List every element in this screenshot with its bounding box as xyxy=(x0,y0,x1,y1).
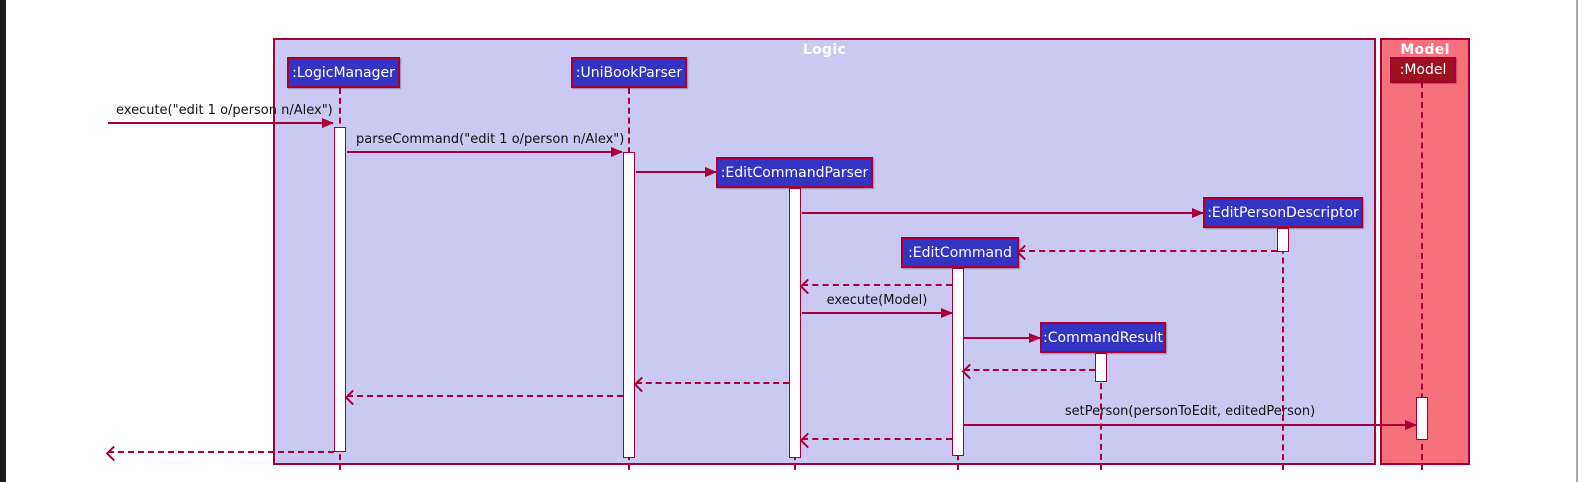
participant-model: :Model xyxy=(1390,57,1456,83)
create-command-result-line xyxy=(964,337,1040,339)
participant-edit-command: :EditCommand xyxy=(901,237,1019,268)
message-parse-command-label: parseCommand("edit 1 o/person n/Alex") xyxy=(356,132,625,147)
arrowhead xyxy=(705,167,717,177)
message-set-person-line xyxy=(964,424,1416,426)
participant-edit-person-descriptor: :EditPersonDescriptor xyxy=(1203,197,1363,228)
lifeline-command-result xyxy=(1100,353,1102,470)
arrowhead xyxy=(1405,420,1417,430)
activation-edit-command-parser xyxy=(789,188,801,458)
create-edit-command-return-line xyxy=(1019,250,1277,252)
arrowhead xyxy=(1029,333,1041,343)
message-execute-model-line xyxy=(802,312,952,314)
final-return-line xyxy=(108,451,334,453)
return-to-unibook-parser-line xyxy=(636,382,789,384)
activation-command-result xyxy=(1095,353,1107,382)
window-left-edge xyxy=(0,0,6,482)
create-edit-command-parser-line xyxy=(636,171,716,173)
window-right-edge xyxy=(1576,0,1578,482)
activation-model xyxy=(1416,397,1428,440)
return-command-result-line xyxy=(964,369,1095,371)
message-parse-command-line xyxy=(347,151,622,153)
model-frame: Model xyxy=(1380,38,1470,465)
participant-unibook-parser: :UniBookParser xyxy=(571,57,687,88)
message-set-person-label: setPerson(personToEdit, editedPerson) xyxy=(1064,404,1316,419)
model-frame-title: Model xyxy=(1400,42,1450,58)
message-execute-label: execute("edit 1 o/person n/Alex") xyxy=(116,103,333,118)
lifeline-model xyxy=(1421,82,1423,470)
create-edit-person-descriptor-line xyxy=(802,212,1203,214)
return-after-set-person-line xyxy=(802,438,952,440)
participant-command-result: :CommandResult xyxy=(1040,322,1166,353)
return-to-logic-manager-line xyxy=(347,395,623,397)
arrowhead xyxy=(941,308,953,318)
arrowhead xyxy=(322,118,334,128)
activation-edit-command xyxy=(952,268,964,456)
arrowhead xyxy=(1192,208,1204,218)
arrowhead xyxy=(105,445,122,462)
logic-frame-title: Logic xyxy=(802,42,847,58)
lifeline-edit-person-descriptor xyxy=(1282,228,1284,470)
message-execute-line xyxy=(108,122,333,124)
participant-logic-manager: :LogicManager xyxy=(287,57,400,88)
activation-logic-manager xyxy=(334,127,346,452)
arrowhead xyxy=(611,147,623,157)
activation-edit-person-descriptor xyxy=(1277,228,1289,252)
return-to-parser-line xyxy=(802,284,952,286)
activation-unibook-parser xyxy=(623,152,635,458)
message-execute-model-label: execute(Model) xyxy=(826,293,928,308)
participant-edit-command-parser: :EditCommandParser xyxy=(716,157,873,188)
